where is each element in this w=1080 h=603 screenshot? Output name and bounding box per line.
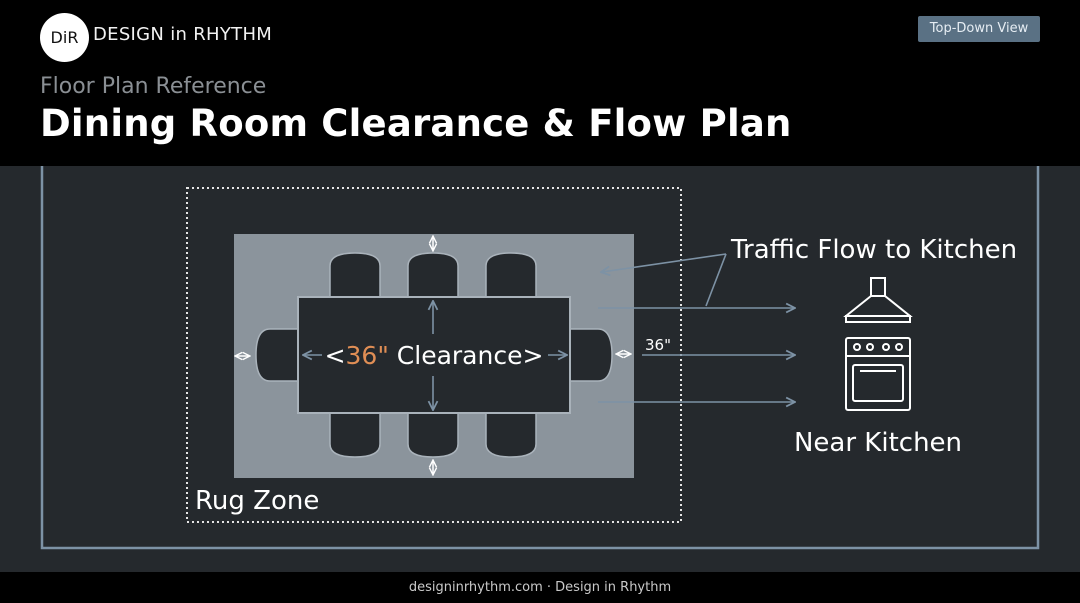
header-bar: DiR DESIGN in RHYTHM Top-Down View Floor…: [0, 0, 1080, 166]
chair: [485, 412, 537, 458]
chairs-top: [329, 252, 537, 298]
dining-table: [297, 296, 571, 414]
chair: [329, 252, 381, 298]
footer: designinrhythm.com · Design in Rhythm: [0, 572, 1080, 603]
room-outline: [40, 166, 1040, 550]
chair: [329, 412, 381, 458]
page-title: Dining Room Clearance & Flow Plan: [40, 102, 792, 145]
clearance-label: <36" Clearance>: [325, 341, 544, 370]
traffic-callout-arrow: [602, 253, 727, 272]
range-hood-icon: [843, 277, 913, 323]
traffic-flow-label: Traffic Flow to Kitchen: [730, 235, 1017, 265]
chairs-bottom: [329, 412, 537, 458]
chair: [407, 252, 459, 298]
chair: [569, 328, 613, 382]
floor-plan-diagram: <36" Clearance> 36" Traffic Flow to Kitc…: [40, 166, 1040, 550]
chair: [255, 328, 299, 382]
logo: DiR: [40, 13, 89, 62]
view-badge: Top-Down View: [918, 16, 1040, 42]
rug-zone-label: Rug Zone: [195, 486, 319, 516]
brand-name: DESIGN in RHYTHM: [93, 24, 273, 45]
traffic-callout-line: [705, 253, 727, 307]
chair: [485, 252, 537, 298]
side-dimension-label: 36": [645, 336, 671, 354]
kitchen-label: Near Kitchen: [794, 428, 962, 458]
chairs-ends: [255, 328, 613, 382]
page-subtitle: Floor Plan Reference: [40, 74, 267, 99]
stove-icon: [845, 337, 911, 411]
chair: [407, 412, 459, 458]
